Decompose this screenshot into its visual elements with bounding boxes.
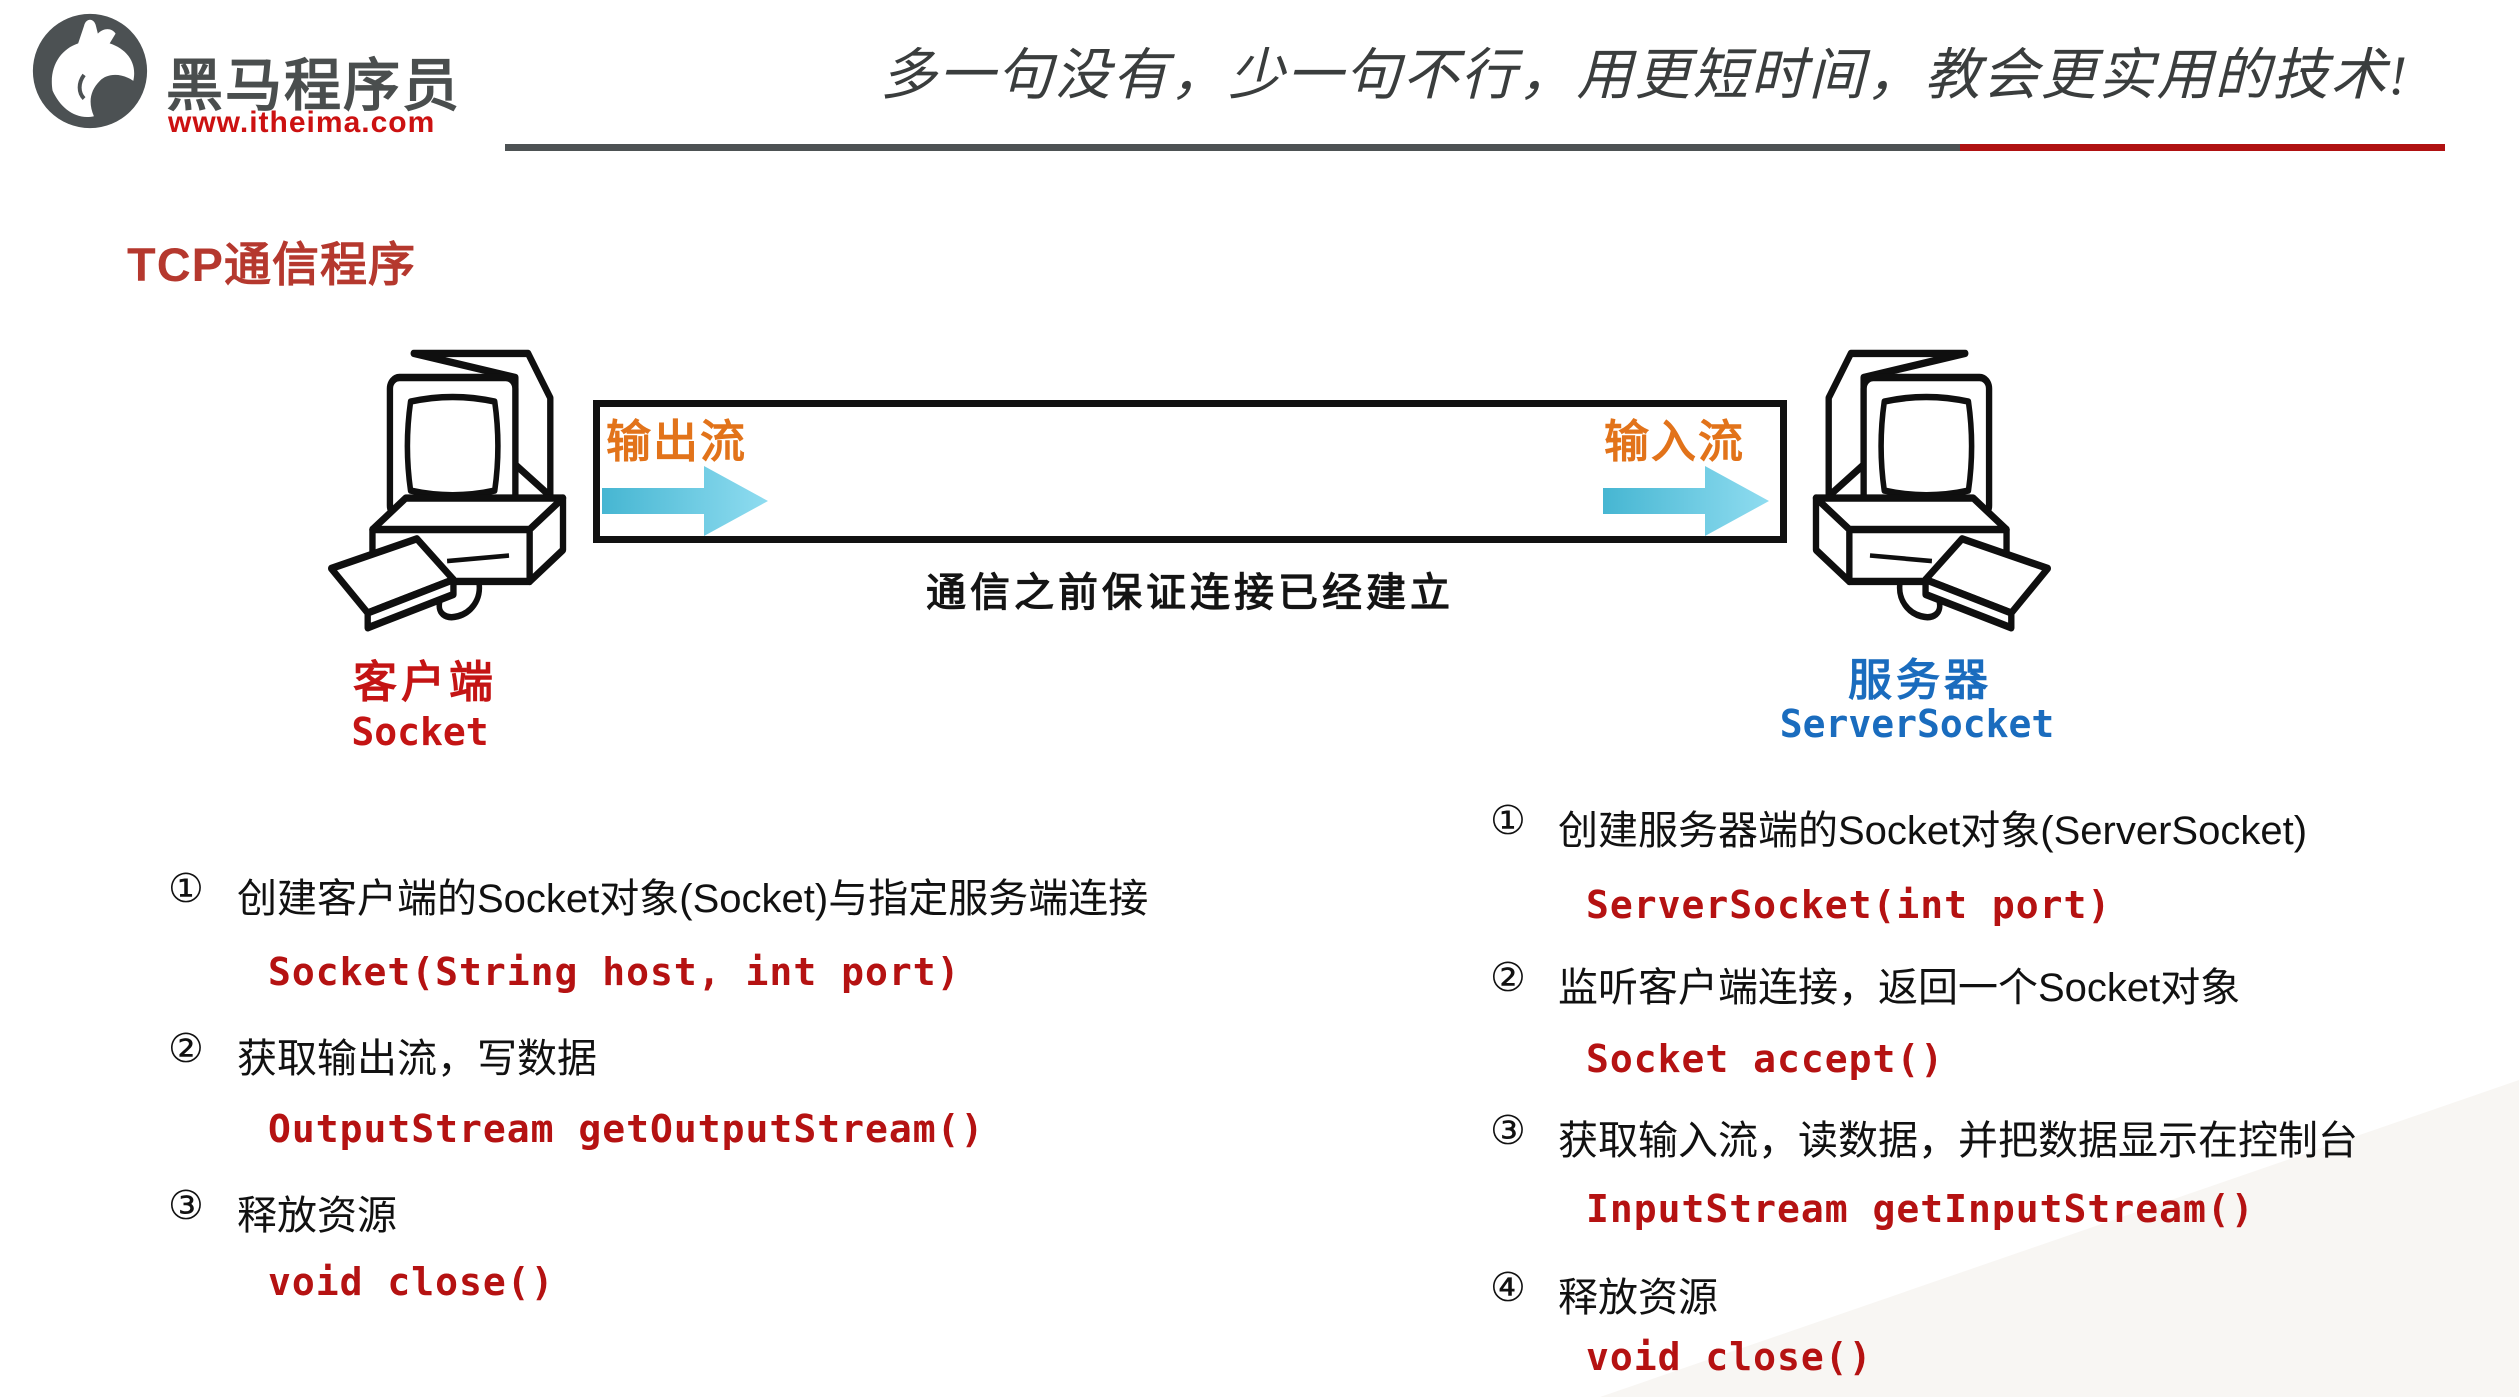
server-class-label: ServerSocket	[1779, 702, 2055, 746]
step-number: ②	[1490, 956, 1526, 1000]
step-number: ④	[1490, 1266, 1526, 1310]
step-number: ②	[168, 1027, 204, 1071]
step-number: ①	[168, 867, 204, 911]
step-text: 释放资源	[1558, 1276, 1718, 1320]
client-class-label: Socket	[351, 710, 489, 754]
step-code: ServerSocket(int port)	[1586, 883, 2112, 927]
step-number: ①	[1490, 799, 1526, 843]
step-text: 获取输出流，写数据	[237, 1037, 597, 1081]
step-number: ③	[168, 1184, 204, 1228]
step-code: Socket accept()	[1586, 1037, 1945, 1081]
input-stream-label: 输入流	[1604, 416, 1746, 467]
client-role-label: 客户端	[353, 658, 497, 707]
server-computer-icon	[1812, 349, 2051, 632]
step-text: 监听客户端连接，返回一个Socket对象	[1558, 966, 2241, 1010]
step-code: void close()	[268, 1260, 555, 1304]
server-role-label: 服务器	[1848, 656, 1992, 705]
brand-site: www.itheima.com	[168, 106, 436, 139]
brand-name: 黑马程序员	[166, 54, 461, 118]
step-text: 获取输入流，读数据，并把数据显示在控制台	[1558, 1119, 2358, 1163]
step-text: 释放资源	[237, 1194, 397, 1238]
step-text: 创建客户端的Socket对象(Socket)与指定服务端连接	[237, 877, 1149, 921]
header-slogan: 多一句没有，少一句不行，用更短时间，教会更实用的技术!	[880, 45, 2409, 107]
step-code: InputStream getInputStream()	[1586, 1187, 2255, 1231]
client-computer-icon	[328, 349, 567, 632]
itheima-logo-horse-icon	[32, 13, 148, 129]
output-stream-label: 输出流	[606, 416, 748, 467]
step-text: 创建服务器端的Socket对象(ServerSocket)	[1558, 809, 2308, 853]
step-code: Socket(String host, int port)	[268, 950, 961, 994]
header-divider	[505, 144, 2445, 151]
input-stream-arrow-icon	[1603, 466, 1769, 536]
channel-caption: 通信之前保证连接已经建立	[926, 571, 1454, 615]
step-number: ③	[1490, 1109, 1526, 1153]
page-title: TCP通信程序	[127, 238, 416, 291]
connection-channel-box	[593, 400, 1787, 543]
step-code: OutputStream getOutputStream()	[268, 1107, 985, 1151]
output-stream-arrow-icon	[602, 466, 768, 536]
step-code: void close()	[1586, 1335, 1873, 1379]
